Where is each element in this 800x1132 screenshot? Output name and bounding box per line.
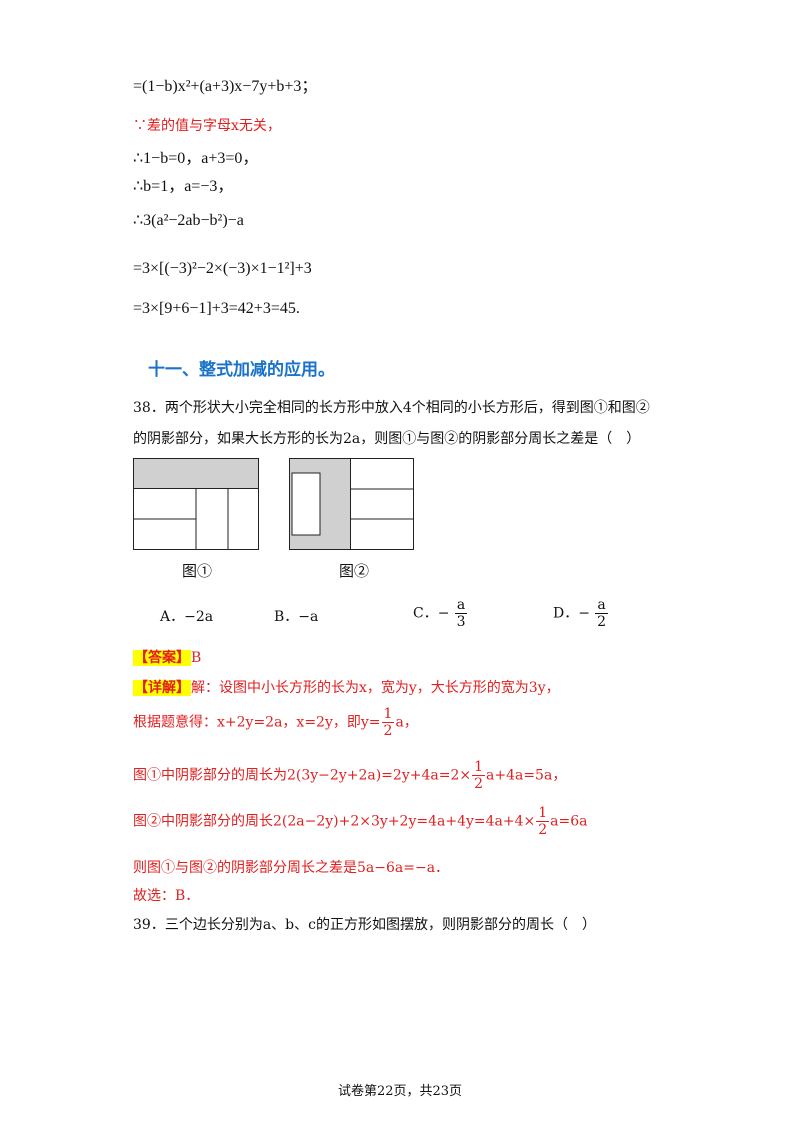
option-a[interactable]: A．−2a xyxy=(160,609,214,625)
detail-line-5: 则图①与图②的阴影部分周长之差是5a−6a=−a． xyxy=(133,860,450,876)
figure-1-caption: 图① xyxy=(182,562,213,580)
q38-stem-line-1: 38．两个形状大小完全相同的长方形中放入4个相同的小长方形后，得到图①和图② xyxy=(133,400,650,416)
detail-line-4-text-b: a=6a xyxy=(550,813,588,830)
answer-tag: 【答案】 xyxy=(133,650,191,666)
figure-1 xyxy=(133,458,259,550)
solution-line-7: =3×[9+6−1]+3=42+3=45. xyxy=(133,300,300,317)
figure-2 xyxy=(289,458,414,550)
page-footer: 试卷第22页，共23页 xyxy=(337,1084,463,1099)
q39-stem: 39．三个边长分别为a、b、c的正方形如图摆放，则阴影部分的周长（ ） xyxy=(133,917,596,933)
detail-line-4-numerator: 1 xyxy=(536,805,550,822)
detail-line-3-text-b: a+4a=5a， xyxy=(486,767,567,784)
option-d-denominator: 2 xyxy=(597,614,607,630)
answer-value: B xyxy=(191,650,202,666)
section-heading: 十一、整式加减的应用。 xyxy=(148,360,335,380)
detail-line-3-denominator: 2 xyxy=(474,776,483,792)
solution-line-6: =3×[(−3)²−2×(−3)×1−1²]+3 xyxy=(133,260,312,277)
option-c-denominator: 3 xyxy=(456,614,466,630)
detail-line-6: 故选：B． xyxy=(133,888,200,904)
detail-line-1: 【详解】解：设图中小长方形的长为x，宽为y，大长方形的宽为3y， xyxy=(133,677,560,697)
fig1-shaded-area xyxy=(133,458,259,489)
solution-line-5: ∴3(a²−2ab−b²)−a xyxy=(133,212,244,229)
detail-line-3-text-a: 图①中阴影部分的周长为2(3y−2y+2a)=2y+4a=2× xyxy=(133,767,472,784)
solution-line-3: ∴1−b=0，a+3=0， xyxy=(133,150,259,167)
answer-line: 【答案】B xyxy=(133,647,201,667)
option-d-numerator: a xyxy=(595,597,608,614)
solution-line-4: ∴b=1，a=−3， xyxy=(133,178,234,195)
figure-2-caption: 图② xyxy=(339,562,370,580)
option-c-prefix: C．− xyxy=(413,605,450,622)
detail-line-4-denominator: 2 xyxy=(538,822,548,838)
option-b[interactable]: B．−a xyxy=(274,609,319,625)
detail-line-2-denominator: 2 xyxy=(383,723,393,739)
detail-tag: 【详解】 xyxy=(133,680,191,696)
solution-line-2: ∵差的值与字母x无关， xyxy=(133,118,281,134)
detail-line-2-numerator: 1 xyxy=(381,706,395,723)
option-c-numerator: a xyxy=(454,597,468,614)
option-d-prefix: D．− xyxy=(553,605,590,622)
q38-stem-line-2: 的阴影部分，如果大长方形的长为2a，则图①与图②的阴影部分周长之差是（ ） xyxy=(133,431,641,447)
solution-line-1: =(1−b)x²+(a+3)x−7y+b+3； xyxy=(133,78,318,95)
detail-line-2-text-b: a， xyxy=(395,714,418,731)
detail-line-4-text-a: 图②中阴影部分的周长2(2a−2y)+2×3y+2y=4a+4y=4a+4× xyxy=(133,813,536,830)
detail-line-3-numerator: 1 xyxy=(472,759,485,776)
detail-line-2-text-a: 根据题意得：x+2y=2a，x=2y，即y= xyxy=(133,714,381,731)
detail-line-1-text: 解：设图中小长方形的长为x，宽为y，大长方形的宽为3y， xyxy=(191,680,560,696)
